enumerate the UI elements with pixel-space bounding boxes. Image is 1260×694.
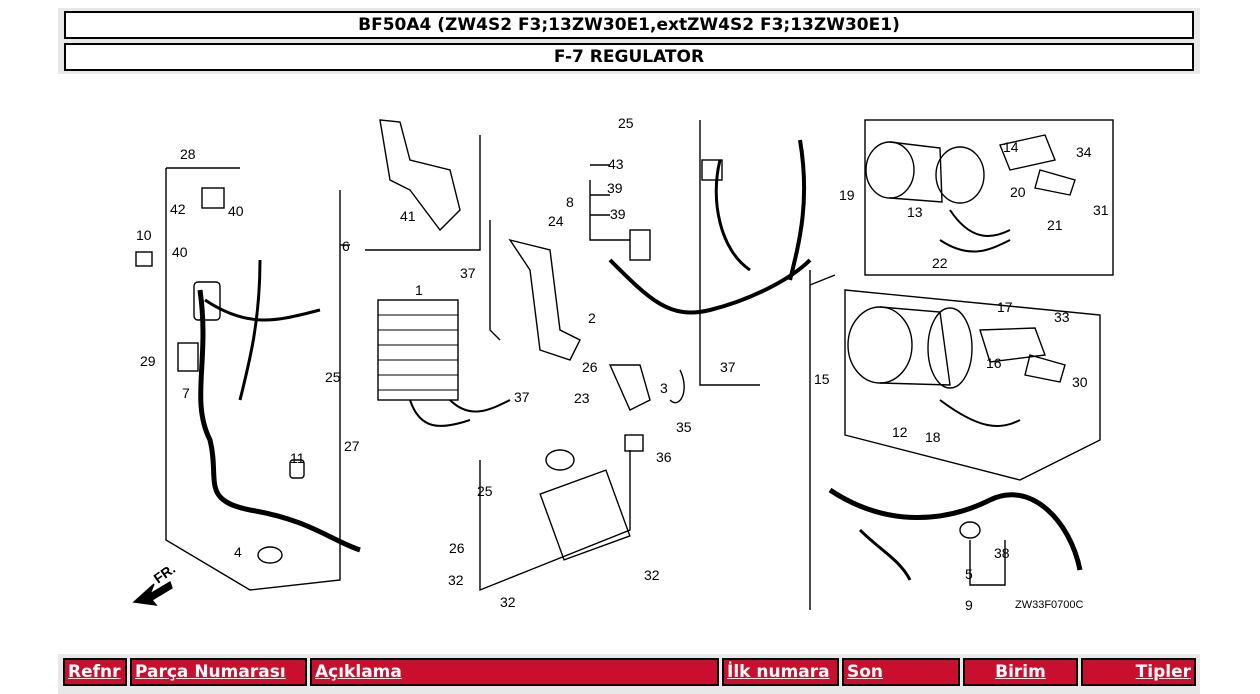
- callout-26a: 26: [582, 359, 598, 375]
- diagram-code: ZW33F0700C: [1015, 599, 1084, 611]
- callout-25c: 25: [477, 483, 493, 499]
- callout-19: 19: [839, 187, 855, 203]
- callout-38: 38: [994, 545, 1010, 561]
- column-header-unit[interactable]: Birim: [963, 658, 1078, 686]
- callout-25b: 25: [325, 369, 341, 385]
- callout-13: 13: [907, 204, 923, 220]
- column-header-types[interactable]: Tipler: [1081, 658, 1196, 686]
- callout-10: 10: [136, 227, 152, 243]
- callout-32c: 32: [644, 567, 660, 583]
- callout-20: 20: [1010, 184, 1026, 200]
- callout-37b: 37: [514, 389, 530, 405]
- callout-22: 22: [932, 255, 948, 271]
- callout-5: 5: [965, 566, 973, 582]
- callout-14: 14: [1003, 139, 1019, 155]
- callout-17: 17: [997, 299, 1013, 315]
- callout-41: 41: [400, 208, 416, 224]
- callout-39a: 39: [607, 180, 623, 196]
- callout-35: 35: [676, 419, 692, 435]
- callout-34: 34: [1076, 144, 1092, 160]
- callout-26b: 26: [449, 540, 465, 556]
- model-title: BF50A4 (ZW4S2 F3;13ZW30E1,extZW4S2 F3;13…: [64, 11, 1194, 39]
- callout-39b: 39: [610, 206, 626, 222]
- callout-12: 12: [892, 424, 908, 440]
- column-header-first-number[interactable]: İlk numara: [722, 658, 839, 686]
- callout-4: 4: [234, 544, 242, 560]
- callout-37c: 37: [720, 359, 736, 375]
- callout-23: 23: [574, 390, 590, 406]
- callout-9: 9: [965, 597, 973, 613]
- column-header-description[interactable]: Açıklama: [310, 658, 719, 686]
- parts-diagram-svg: 1 2 3 4 5 6 7 8 9 10 11 12 13 14 15 16 1…: [132, 115, 1114, 613]
- callout-15: 15: [814, 371, 830, 387]
- callout-18: 18: [925, 429, 941, 445]
- column-header-refnr[interactable]: Refnr: [63, 658, 127, 686]
- callout-43: 43: [608, 156, 624, 172]
- callout-40a: 40: [228, 203, 244, 219]
- callout-3: 3: [660, 380, 668, 396]
- callout-2: 2: [588, 310, 596, 326]
- callout-36: 36: [656, 449, 672, 465]
- section-title: F-7 REGULATOR: [64, 43, 1194, 71]
- callout-27: 27: [344, 438, 360, 454]
- parts-table-header: Refnr Parça Numarası Açıklama İlk numara…: [58, 654, 1200, 694]
- column-header-part-number[interactable]: Parça Numarası: [130, 658, 307, 686]
- front-marker: FR.: [151, 560, 179, 586]
- callout-42: 42: [170, 201, 186, 217]
- callout-28: 28: [180, 146, 196, 162]
- callout-labels: 1 2 3 4 5 6 7 8 9 10 11 12 13 14 15 16 1…: [136, 115, 1109, 613]
- callout-32a: 32: [448, 572, 464, 588]
- callout-24: 24: [548, 213, 564, 229]
- callout-1: 1: [415, 282, 423, 298]
- title-panel: BF50A4 (ZW4S2 F3;13ZW30E1,extZW4S2 F3;13…: [58, 8, 1200, 74]
- callout-30: 30: [1072, 374, 1088, 390]
- callout-32b: 32: [500, 594, 516, 610]
- callout-25a: 25: [618, 115, 634, 131]
- callout-16: 16: [986, 355, 1002, 371]
- parts-diagram: 1 2 3 4 5 6 7 8 9 10 11 12 13 14 15 16 1…: [110, 100, 1140, 630]
- callout-8: 8: [566, 194, 574, 210]
- callout-7: 7: [182, 385, 190, 401]
- callout-31: 31: [1093, 202, 1109, 218]
- callout-11: 11: [290, 450, 305, 466]
- column-header-last[interactable]: Son: [842, 658, 960, 686]
- callout-29: 29: [140, 353, 156, 369]
- callout-6: 6: [342, 238, 350, 254]
- callout-21: 21: [1047, 217, 1063, 233]
- callout-37a: 37: [460, 265, 476, 281]
- callout-33: 33: [1054, 309, 1070, 325]
- callout-40b: 40: [172, 244, 188, 260]
